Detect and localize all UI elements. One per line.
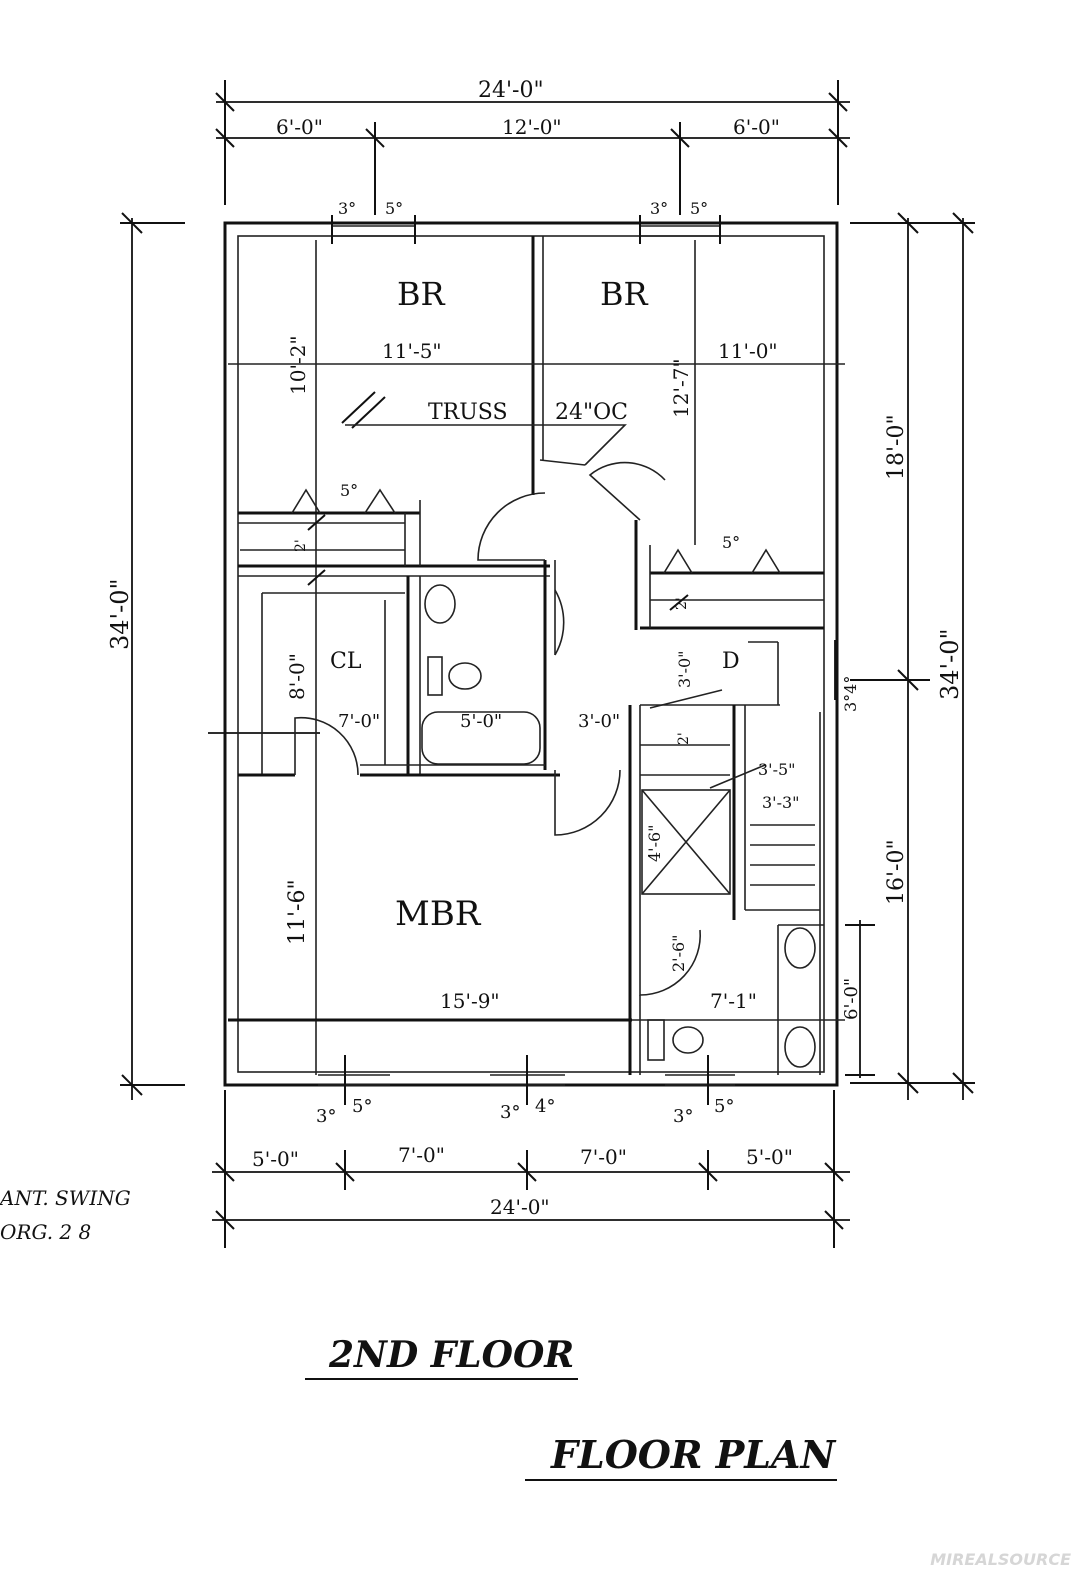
dim-stair-b: 3'-3" <box>762 793 800 812</box>
doors <box>294 461 701 996</box>
stair-treads <box>640 774 820 911</box>
toilet <box>448 662 482 690</box>
dim-right-overall: 34'-0" <box>936 628 964 700</box>
win-b3-b: 5° <box>714 1096 734 1117</box>
win-b2-a: 3° <box>500 1102 520 1123</box>
dim-br-left-h: 10'-2" <box>286 335 310 395</box>
right-dimensions: 18'-0" 34'-0" 16'-0" 6'-0" 3°4° <box>834 212 975 1100</box>
room-labels: BR BR CL MBR D <box>330 275 740 934</box>
sink <box>424 584 456 624</box>
win-tr-a: 3° <box>650 199 668 218</box>
interior-walls <box>228 236 845 1075</box>
dim-closet-l: 8'-0" <box>285 653 309 700</box>
dim-stair-a: 3'-5" <box>758 760 796 779</box>
left-dimensions: 34'-0" <box>106 212 320 1100</box>
dim-left-lower: 11'-6" <box>285 879 310 945</box>
dim-bot-2: 7'-0" <box>398 1143 445 1167</box>
dim-small-2a: 2' <box>293 539 309 552</box>
mbath-sink-2 <box>784 1026 816 1068</box>
dim-mbr-w: 15'-9" <box>440 989 500 1013</box>
dim-shaft: 4'-6" <box>645 824 664 862</box>
dim-mbath-w: 7'-1" <box>710 989 757 1013</box>
dim-small-2b: 2' <box>674 597 690 610</box>
dim-hall-w: 3'-0" <box>578 711 620 732</box>
dim-left-overall: 34'-0" <box>106 578 134 650</box>
room-closet: CL <box>330 649 362 674</box>
room-br-right: BR <box>600 275 649 313</box>
truss-annotation: TRUSS 24"OC <box>341 391 766 789</box>
bottom-dimensions: 5'-0" 7'-0" 7'-0" 5'-0" 24'-0" <box>212 1090 850 1248</box>
dim-mbath-h: 6'-0" <box>841 978 862 1020</box>
bathtub <box>421 711 541 765</box>
watermark-logo: MIREALSOURCE <box>930 1550 1071 1569</box>
dim-bath-w: 5'-0" <box>460 711 502 732</box>
top-dimensions: 24'-0" 6'-0" 12'-0" 6'-0" <box>215 78 850 215</box>
dim-bot-overall: 24'-0" <box>490 1195 550 1219</box>
dim-door-left: 5° <box>340 481 358 500</box>
note-org: ORG. 2 8 <box>0 1220 92 1244</box>
win-b1-a: 3° <box>316 1106 336 1127</box>
mbath-sink-1 <box>784 927 816 969</box>
dim-bot-4: 5'-0" <box>746 1145 793 1169</box>
win-tl-b: 5° <box>385 199 403 218</box>
win-b2-b: 4° <box>535 1096 555 1117</box>
shelf-marks <box>291 488 781 611</box>
dim-br-left-w: 11'-5" <box>382 339 442 363</box>
room-br-left: BR <box>397 275 446 313</box>
stair-d: D <box>722 649 740 674</box>
dim-bot-3: 7'-0" <box>580 1145 627 1169</box>
title-floor-plan: FLOOR PLAN <box>525 1432 838 1481</box>
dim-door-mb: 2'-6" <box>669 934 688 972</box>
truss-spacing: 24"OC <box>555 400 628 425</box>
dim-right-upper: 18'-0" <box>884 414 909 480</box>
dim-br-right-w: 11'-0" <box>718 339 778 363</box>
win-b1-b: 5° <box>352 1096 372 1117</box>
room-mbr: MBR <box>395 894 482 934</box>
dim-hall-h: 3'-0" <box>675 650 694 688</box>
dim-small-2c: 2' <box>676 732 692 745</box>
windows: 3° 5° 3° 5° 3° 5° 3° 4° 3° 5° <box>316 199 735 1127</box>
mbath-toilet <box>672 1026 704 1054</box>
dim-bot-1: 5'-0" <box>252 1147 299 1171</box>
dim-top-mid: 12'-0" <box>502 115 562 139</box>
win-b3-a: 3° <box>673 1106 693 1127</box>
win-tl-a: 3° <box>338 199 356 218</box>
dim-top-left: 6'-0" <box>276 115 323 139</box>
dim-closet-w: 7'-0" <box>338 711 380 732</box>
dim-right-lower: 16'-0" <box>884 839 909 905</box>
mbath-toilet-tank <box>647 1019 665 1061</box>
toilet-tank <box>427 656 443 696</box>
interior-dims: 11'-5" 10'-2" 12'-7" 11'-0" 5° 5° 2' 2' … <box>285 335 800 1013</box>
bath-fixtures <box>421 584 816 1068</box>
dim-top-overall: 24'-0" <box>478 78 544 103</box>
dim-stair-c: 3°4° <box>841 676 860 712</box>
truss-label: TRUSS <box>428 400 508 425</box>
dim-door-right: 5° <box>722 533 740 552</box>
dim-top-right: 6'-0" <box>733 115 780 139</box>
win-tr-b: 5° <box>690 199 708 218</box>
note-swing: ANT. SWING <box>0 1186 131 1210</box>
dim-br-right-h: 12'-7" <box>669 358 693 418</box>
title-2nd-floor: 2ND FLOOR <box>305 1334 579 1380</box>
